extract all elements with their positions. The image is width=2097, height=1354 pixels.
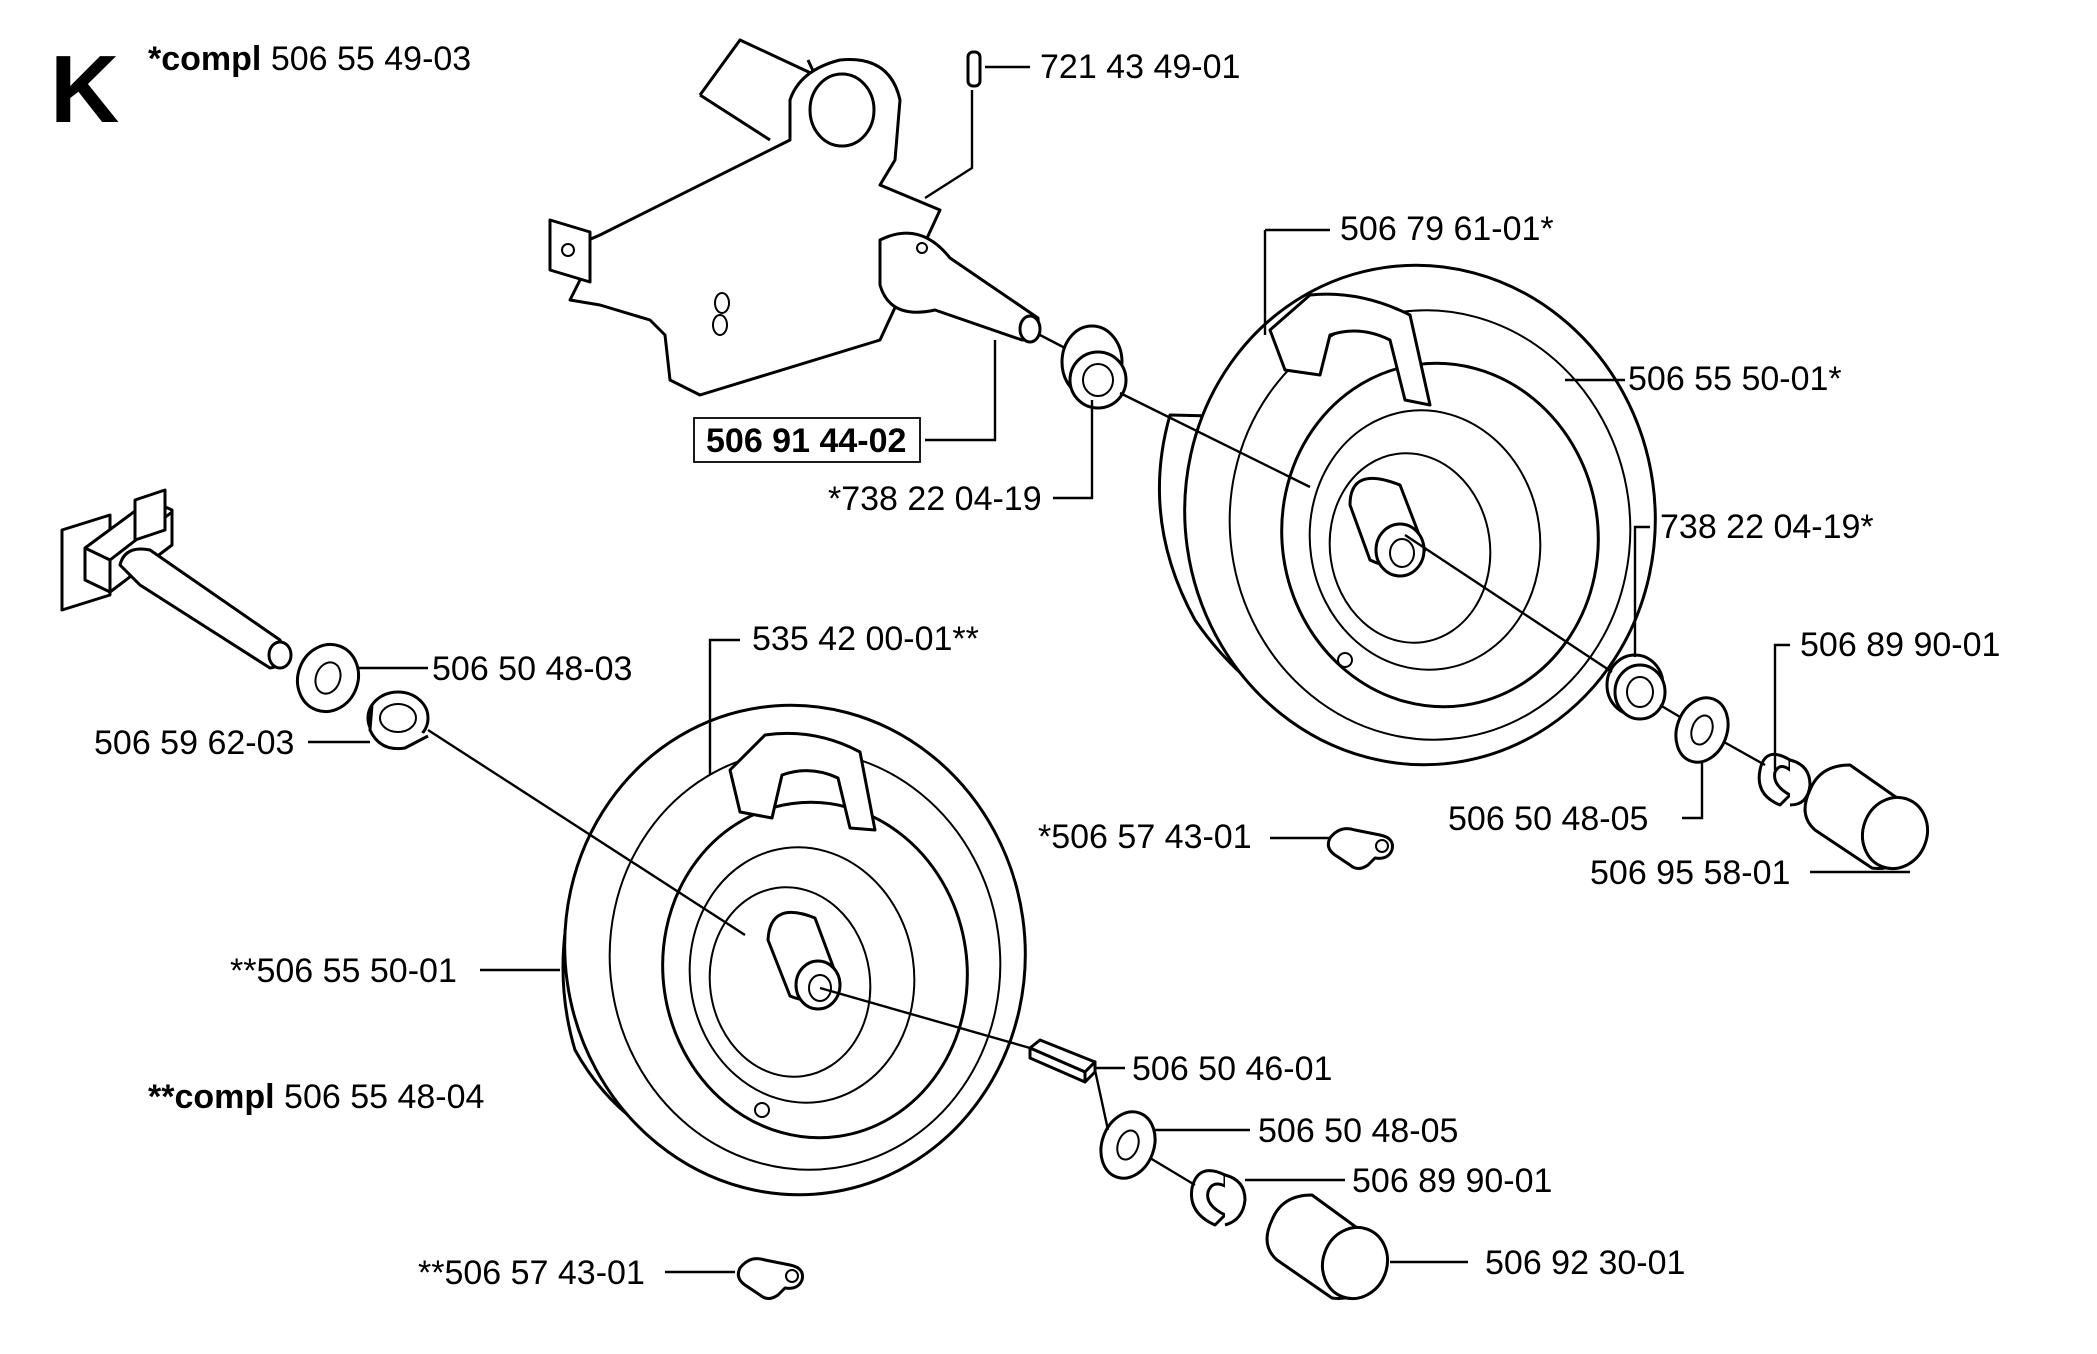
label-506-59-62-03: 506 59 62-03: [94, 724, 294, 762]
lower-washer-drawing: [296, 642, 360, 714]
label-506-79-61-01: 506 79 61-01*: [1340, 210, 1554, 248]
lower-hubcap-drawing: [1265, 1193, 1389, 1301]
label-506-50-48-05-lower: 506 50 48-05: [1258, 1112, 1458, 1150]
label-506-89-90-01-upper: 506 89 90-01: [1800, 626, 2000, 664]
highlight-box-506-91-44-02: [693, 417, 921, 463]
pin-drawing: [966, 50, 982, 88]
lower-axle-bracket-drawing: [60, 488, 293, 670]
label-738-22-04-19-pre: *738 22 04-19: [828, 480, 1042, 518]
assembly-upper-label: *compl 506 55 49-03: [148, 40, 471, 78]
label-506-50-48-03: 506 50 48-03: [432, 650, 632, 688]
lower-wheel-drawing: [561, 703, 1027, 1197]
upper-washer-drawing: [1674, 696, 1730, 764]
label-506-55-50-01-double: **506 55 50-01: [230, 952, 457, 990]
upper-wheel-drawing: [1157, 263, 1657, 767]
label-506-91-44-02: 506 91 44-02: [706, 422, 906, 460]
label-721-43-49-01: 721 43 49-01: [1040, 48, 1240, 86]
section-letter: K: [50, 36, 119, 143]
assembly-upper-prefix: *compl: [148, 40, 261, 78]
part-labels: 721 43 49-01 506 79 61-01* 506 55 50-01*…: [94, 48, 2000, 1292]
upper-bearing-drawing: [1605, 653, 1667, 721]
label-506-50-46-01: 506 50 46-01: [1132, 1050, 1332, 1088]
lower-circlip-drawing: [1189, 1169, 1247, 1227]
key-drawing: [1028, 1038, 1097, 1084]
lower-bushing-drawing: [366, 690, 430, 751]
upper-hubcap-drawing: [1803, 763, 1929, 871]
label-506-50-48-05-upper: 506 50 48-05: [1448, 800, 1648, 838]
assembly-lower-number: 506 55 48-04: [284, 1078, 484, 1116]
leader-lines: [308, 65, 1910, 1274]
label-506-89-90-01-lower: 506 89 90-01: [1352, 1162, 1552, 1200]
label-506-92-30-01: 506 92 30-01: [1485, 1244, 1685, 1282]
label-506-55-50-01-star: 506 55 50-01*: [1628, 360, 1842, 398]
upper-bushing-drawing: [1060, 324, 1128, 410]
axis-lines: [427, 333, 1766, 1187]
assembly-lower-label: **compl 506 55 48-04: [148, 1078, 484, 1116]
axle-bracket-drawing: [548, 38, 1042, 397]
assembly-lower-prefix: **compl: [148, 1078, 275, 1116]
lower-washer-right-drawing: [1099, 1110, 1157, 1180]
upper-clip-drawing: [1326, 827, 1394, 870]
label-738-22-04-19-post: 738 22 04-19*: [1660, 508, 1874, 546]
upper-circlip-drawing: [1757, 752, 1812, 807]
label-535-42-00-01: 535 42 00-01**: [752, 620, 979, 658]
label-506-57-43-01-single: *506 57 43-01: [1038, 818, 1252, 856]
assembly-upper-number: 506 55 49-03: [271, 40, 471, 78]
lower-clip-drawing: [736, 1257, 804, 1300]
label-506-95-58-01: 506 95 58-01: [1590, 854, 1790, 892]
label-506-57-43-01-double: **506 57 43-01: [418, 1254, 645, 1292]
